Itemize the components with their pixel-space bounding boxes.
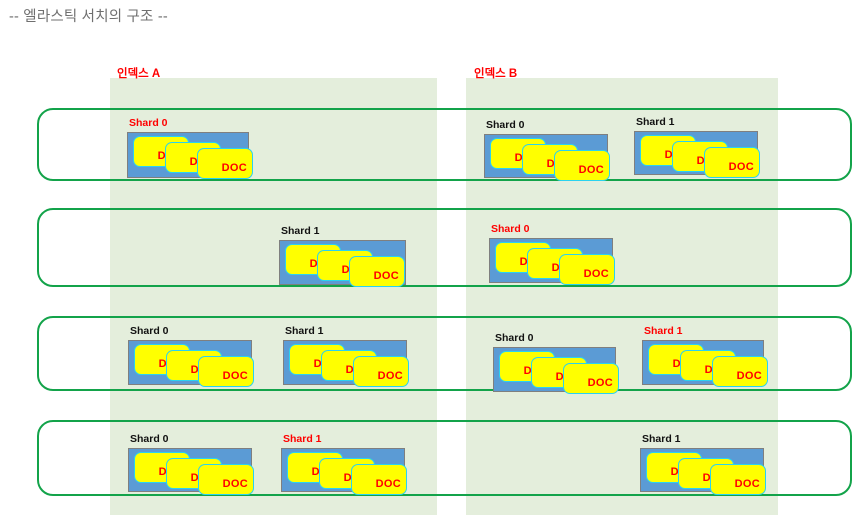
doc-label: DOC xyxy=(373,270,399,282)
doc-card[interactable]: DOC xyxy=(563,363,619,394)
doc-label: DOC xyxy=(587,377,613,389)
doc-card[interactable]: DOC xyxy=(710,464,766,495)
node-row-3[interactable] xyxy=(37,316,852,391)
shard-label: Shard 1 xyxy=(636,116,675,128)
doc-card[interactable]: DOC xyxy=(198,464,254,495)
shard-n1-a-s0[interactable]: Shard 0DOCDOCDOC xyxy=(127,117,253,179)
shard-label: Shard 0 xyxy=(491,223,530,235)
shard-label: Shard 1 xyxy=(644,325,683,337)
doc-label: DOC xyxy=(734,478,760,490)
node-row-1[interactable] xyxy=(37,108,852,181)
shard-label: Shard 0 xyxy=(130,433,169,445)
shard-n3-b-s0[interactable]: Shard 0DOCDOCDOC xyxy=(493,332,619,394)
doc-label: DOC xyxy=(578,164,604,176)
shard-n3-a-s0[interactable]: Shard 0DOCDOCDOC xyxy=(128,325,254,387)
doc-card[interactable]: DOC xyxy=(559,254,615,285)
shard-n4-a-s1[interactable]: Shard 1DOCDOCDOC xyxy=(281,433,407,495)
doc-card[interactable]: DOC xyxy=(712,356,768,387)
doc-label: DOC xyxy=(736,370,762,382)
shard-label: Shard 1 xyxy=(285,325,324,337)
doc-card[interactable]: DOC xyxy=(353,356,409,387)
shard-label: Shard 0 xyxy=(486,119,525,131)
doc-card[interactable]: DOC xyxy=(198,356,254,387)
index-label-index-b: 인덱스 B xyxy=(474,68,518,80)
shard-label: Shard 1 xyxy=(281,225,320,237)
doc-card[interactable]: DOC xyxy=(349,256,405,287)
doc-card[interactable]: DOC xyxy=(704,147,760,178)
doc-label: DOC xyxy=(375,478,401,490)
node-row-4[interactable] xyxy=(37,420,852,496)
doc-label: DOC xyxy=(222,478,248,490)
page-title: -- 엘라스틱 서치의 구조 -- xyxy=(9,9,168,25)
shard-label: Shard 0 xyxy=(129,117,168,129)
shard-n1-b-s0[interactable]: Shard 0DOCDOCDOC xyxy=(484,119,610,181)
doc-label: DOC xyxy=(728,161,754,173)
shard-n2-a-s1[interactable]: Shard 1DOCDOCDOC xyxy=(279,225,406,287)
doc-label: DOC xyxy=(583,268,609,280)
shard-n4-a-s0[interactable]: Shard 0DOCDOCDOC xyxy=(128,433,254,495)
shard-n4-b-s1[interactable]: Shard 1DOCDOCDOC xyxy=(640,433,766,495)
node-row-2[interactable] xyxy=(37,208,852,287)
shard-n3-a-s1[interactable]: Shard 1DOCDOCDOC xyxy=(283,325,409,387)
doc-card[interactable]: DOC xyxy=(554,150,610,181)
shard-n3-b-s1[interactable]: Shard 1DOCDOCDOC xyxy=(642,325,768,387)
doc-label: DOC xyxy=(221,162,247,174)
shard-label: Shard 1 xyxy=(283,433,322,445)
shard-label: Shard 0 xyxy=(495,332,534,344)
shard-label: Shard 1 xyxy=(642,433,681,445)
doc-card[interactable]: DOC xyxy=(197,148,253,179)
doc-label: DOC xyxy=(222,370,248,382)
shard-n2-b-s0[interactable]: Shard 0DOCDOCDOC xyxy=(489,223,615,285)
doc-card[interactable]: DOC xyxy=(351,464,407,495)
shard-n1-b-s1[interactable]: Shard 1DOCDOCDOC xyxy=(634,116,760,178)
doc-label: DOC xyxy=(377,370,403,382)
index-label-index-a: 인덱스 A xyxy=(117,68,161,80)
shard-label: Shard 0 xyxy=(130,325,169,337)
